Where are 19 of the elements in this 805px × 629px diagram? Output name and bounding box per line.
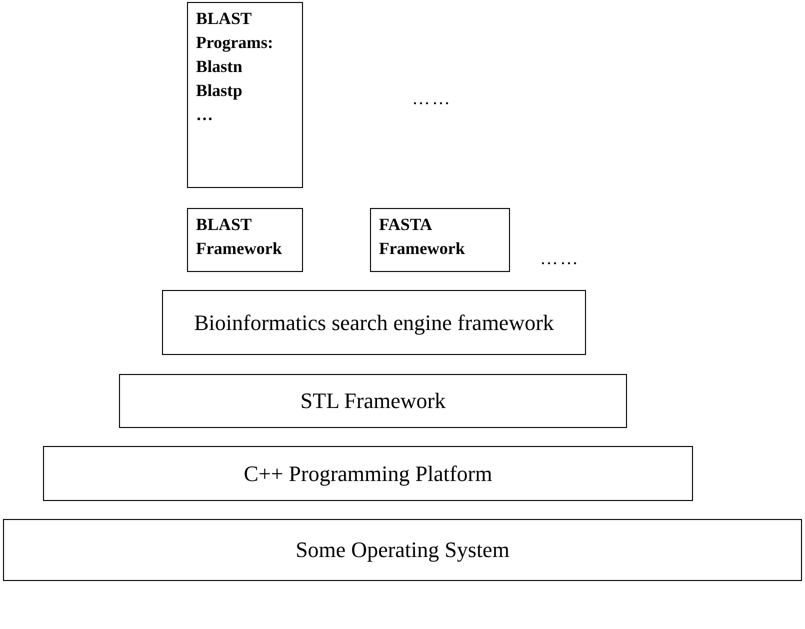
program-list-box — [187, 2, 303, 188]
ellipsis-text: …… — [412, 88, 452, 109]
box-text: Blastn — [196, 56, 244, 78]
box-text: BLAST Framework — [196, 214, 283, 260]
layer-box — [43, 446, 693, 501]
box-text: Blastp — [196, 80, 244, 102]
layer-box — [370, 208, 510, 272]
layer-box — [3, 519, 802, 581]
layer-box — [119, 374, 627, 428]
layer-box — [162, 290, 586, 355]
layer-box — [187, 208, 303, 272]
ellipsis-text: …… — [540, 248, 580, 269]
box-text: FASTA Framework — [379, 214, 466, 260]
box-text: … — [196, 104, 214, 126]
box-text: BLAST Programs: — [196, 8, 274, 54]
box-text: Bioinformatics search engine framework — [194, 308, 554, 336]
box-text: STL Framework — [300, 387, 446, 415]
box-text: C++ Programming Platform — [244, 460, 492, 488]
box-text: Some Operating System — [296, 536, 510, 564]
